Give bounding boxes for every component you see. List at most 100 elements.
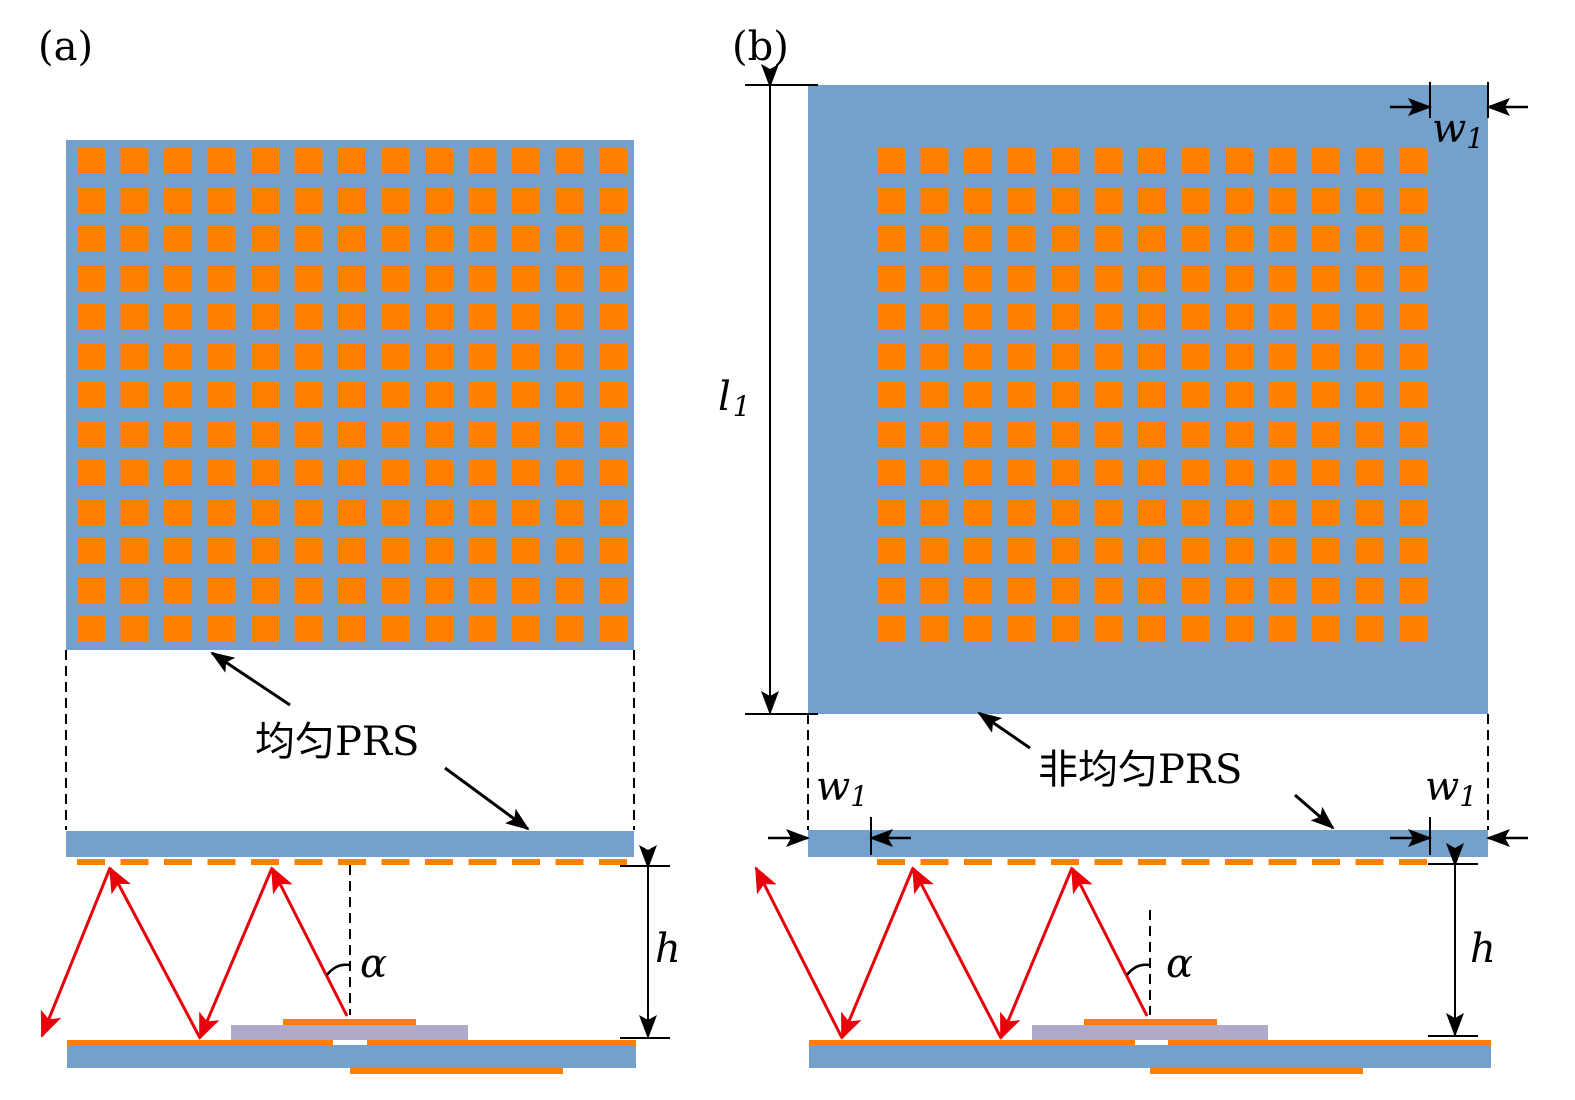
prs-patch: [1399, 265, 1427, 291]
prs-patch: [1225, 577, 1253, 603]
prs-patch: [512, 226, 540, 252]
prs-patch: [77, 226, 105, 252]
prs-patch-side: [555, 859, 584, 865]
prs-patch: [251, 148, 279, 174]
prs-patch: [294, 616, 323, 642]
prs-patch: [555, 226, 584, 252]
prs-patch: [599, 226, 627, 252]
prs-side-view: [66, 831, 634, 857]
prs-patch: [1355, 148, 1384, 174]
prs-patch: [920, 226, 949, 252]
prs-patch: [1312, 304, 1340, 330]
prs-patch-side: [120, 859, 149, 865]
prs-patch: [1399, 499, 1427, 525]
prs-patch: [164, 148, 192, 174]
prs-patch-side: [1225, 859, 1253, 865]
prs-patch: [1007, 382, 1036, 408]
prs-patch: [964, 577, 992, 603]
prs-patch: [1094, 616, 1123, 642]
prs-patch: [877, 343, 905, 369]
prs-patch: [1181, 187, 1210, 213]
prs-patch: [512, 577, 540, 603]
prs-patch: [555, 343, 584, 369]
prs-patch: [207, 577, 236, 603]
prs-patch: [1312, 187, 1340, 213]
prs-patch: [1355, 421, 1384, 447]
prs-patch: [1094, 538, 1123, 564]
prs-patch: [599, 460, 627, 486]
prs-patch: [555, 499, 584, 525]
prs-patch: [1268, 304, 1297, 330]
prs-patch-side: [877, 859, 905, 865]
prs-patch: [164, 499, 192, 525]
prs-patch: [920, 577, 949, 603]
prs-patch: [1138, 616, 1166, 642]
prs-patch: [1181, 148, 1210, 174]
prs-patch: [120, 616, 149, 642]
prs-patch: [920, 421, 949, 447]
prs-patch: [120, 226, 149, 252]
prs-patch: [1312, 499, 1340, 525]
prs-patch-side: [425, 859, 453, 865]
prs-patch: [1007, 304, 1036, 330]
prs-patch: [381, 577, 410, 603]
height-symbol: h: [1470, 926, 1496, 972]
prs-patch: [468, 343, 497, 369]
prs-patch: [1355, 343, 1384, 369]
prs-patch: [1355, 499, 1384, 525]
prs-patch: [120, 382, 149, 408]
nonuniform-prs-label: 非均匀PRS: [1038, 747, 1242, 793]
prs-patch: [512, 343, 540, 369]
prs-patch: [207, 187, 236, 213]
prs-patch: [1355, 382, 1384, 408]
prs-patch: [1225, 421, 1253, 447]
prs-patch: [425, 343, 453, 369]
prs-patch-side: [251, 859, 279, 865]
prs-patch: [964, 304, 992, 330]
prs-patch: [920, 265, 949, 291]
prs-patch: [1399, 148, 1427, 174]
prs-patch: [120, 304, 149, 330]
prs-patch: [1225, 226, 1253, 252]
prs-patch: [294, 148, 323, 174]
prs-patch: [1268, 148, 1297, 174]
prs-patch: [251, 265, 279, 291]
prs-patch: [1312, 226, 1340, 252]
prs-patch: [1268, 616, 1297, 642]
prs-patch: [251, 382, 279, 408]
prs-patch: [1094, 460, 1123, 486]
prs-patch: [877, 460, 905, 486]
prs-patch: [512, 187, 540, 213]
prs-patch: [1355, 226, 1384, 252]
prs-patch: [207, 616, 236, 642]
prs-patch: [468, 304, 497, 330]
radiating-patch: [1084, 1019, 1217, 1025]
prs-patch: [1268, 577, 1297, 603]
prs-patch: [425, 226, 453, 252]
prs-patch: [1355, 577, 1384, 603]
angle-symbol: α: [360, 941, 387, 987]
prs-patch: [512, 382, 540, 408]
prs-patch: [294, 265, 323, 291]
prs-patch: [425, 460, 453, 486]
prs-patch: [1268, 187, 1297, 213]
prs-patch: [1355, 265, 1384, 291]
prs-patch: [1051, 460, 1079, 486]
prs-patch: [877, 304, 905, 330]
prs-patch: [207, 538, 236, 564]
prs-patch: [1312, 343, 1340, 369]
prs-patch: [1094, 304, 1123, 330]
prs-patch: [1181, 226, 1210, 252]
prs-patch: [338, 226, 366, 252]
prs-patch: [294, 421, 323, 447]
height-symbol: h: [655, 926, 681, 972]
prs-patch: [1007, 460, 1036, 486]
prs-patch: [381, 538, 410, 564]
prs-patch: [164, 226, 192, 252]
angle-symbol: α: [1166, 941, 1193, 987]
prs-patch: [920, 538, 949, 564]
prs-patch-side: [1181, 859, 1210, 865]
prs-patch: [251, 343, 279, 369]
prs-patch: [338, 421, 366, 447]
prs-patch: [555, 577, 584, 603]
